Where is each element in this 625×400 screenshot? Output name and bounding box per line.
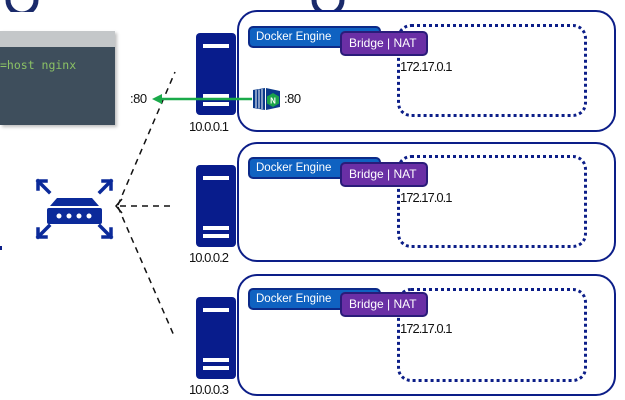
dashed-link-host-3 (117, 206, 176, 339)
svg-text:N: N (270, 97, 276, 106)
dashed-link-host-1 (117, 71, 176, 206)
docker-run-command: =host nginx (0, 58, 77, 72)
step-badges-partial (5, 0, 345, 12)
bridge-nat-label-2: Bridge | NAT (340, 162, 428, 187)
bridge-network-1 (397, 24, 587, 117)
dashed-arrowhead (115, 198, 123, 214)
server-icon-3 (196, 297, 236, 379)
nginx-container-icon: N (253, 88, 280, 110)
bridge-network-2 (397, 155, 587, 248)
host-ip-3: 10.0.0.3 (189, 382, 229, 397)
container-port-label: :80 (284, 91, 301, 106)
host-ip-1: 10.0.0.1 (189, 119, 229, 134)
server-icon-2 (196, 165, 236, 247)
load-balancer-icon (35, 178, 114, 240)
port-mapping-arrowhead (152, 94, 162, 104)
terminal-body: =host nginx (0, 47, 115, 125)
host-port-label: :80 (130, 91, 147, 106)
step-badge-1-partial (5, 0, 39, 12)
bridge-nat-label-1: Bridge | NAT (340, 31, 428, 56)
server-icon-1 (196, 33, 236, 115)
host-ip-2: 10.0.0.2 (189, 250, 229, 265)
terminal-snippet: =host nginx (0, 31, 115, 125)
bridge-ip-1: 172.17.0.1 (400, 59, 452, 74)
bridge-nat-label-3: Bridge | NAT (340, 292, 428, 317)
terminal-titlebar (0, 31, 115, 47)
bridge-ip-3: 172.17.0.1 (400, 321, 452, 336)
bridge-network-3 (397, 288, 587, 382)
step-badge-2-partial (311, 0, 345, 12)
bridge-ip-2: 172.17.0.1 (400, 190, 452, 205)
